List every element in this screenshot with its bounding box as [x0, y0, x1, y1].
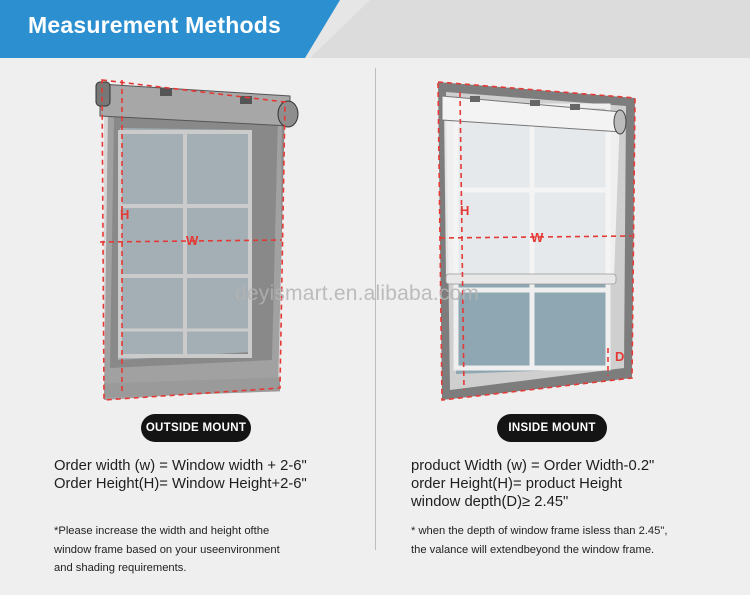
outside-note-line: *Please increase the width and height of… [54, 525, 270, 537]
inside-depth-label: D [615, 349, 624, 364]
inside-mount-diagram: H W D [437, 81, 636, 401]
outside-note-line: and shading requirements. [54, 562, 187, 574]
title-banner [0, 0, 340, 58]
inside-note: * when the depth of window frame isless … [411, 522, 667, 559]
inside-mount-badge: INSIDE MOUNT [497, 414, 607, 442]
inside-note-line: * when the depth of window frame isless … [411, 525, 668, 537]
outside-note-line: window frame based on your useenvironmen… [54, 543, 280, 556]
outside-formula: Order width (w) = Window width + 2-6" Or… [54, 457, 307, 493]
outside-mount-diagram: H W [95, 79, 299, 401]
column-divider [375, 68, 376, 550]
outside-note: *Please increase the width and height of… [54, 522, 280, 578]
outside-formula-line: Order width (w) = Window width + 2-6" [54, 458, 307, 474]
inside-formula: product Width (w) = Order Width-0.2" ord… [411, 457, 654, 511]
outside-height-label: H [120, 207, 129, 222]
inside-note-line: the valance will extendbeyond the window… [411, 543, 655, 556]
inside-formula-line: order Height(H)= product Height [411, 476, 622, 492]
inside-formula-line: product Width (w) = Order Width-0.2" [411, 458, 655, 474]
outside-width-label: W [186, 233, 199, 248]
page-title: Measurement Methods [28, 12, 282, 38]
inside-width-label: W [531, 230, 544, 245]
watermark: deyismart.en.alibaba.com [235, 282, 480, 305]
header-stripe [310, 0, 750, 58]
outside-mount-badge: OUTSIDE MOUNT [141, 414, 251, 442]
inside-formula-line: window depth(D)≥ 2.45" [411, 494, 569, 510]
inside-height-label: H [460, 203, 469, 218]
outside-formula-line: Order Height(H)= Window Height+2-6" [54, 476, 307, 492]
